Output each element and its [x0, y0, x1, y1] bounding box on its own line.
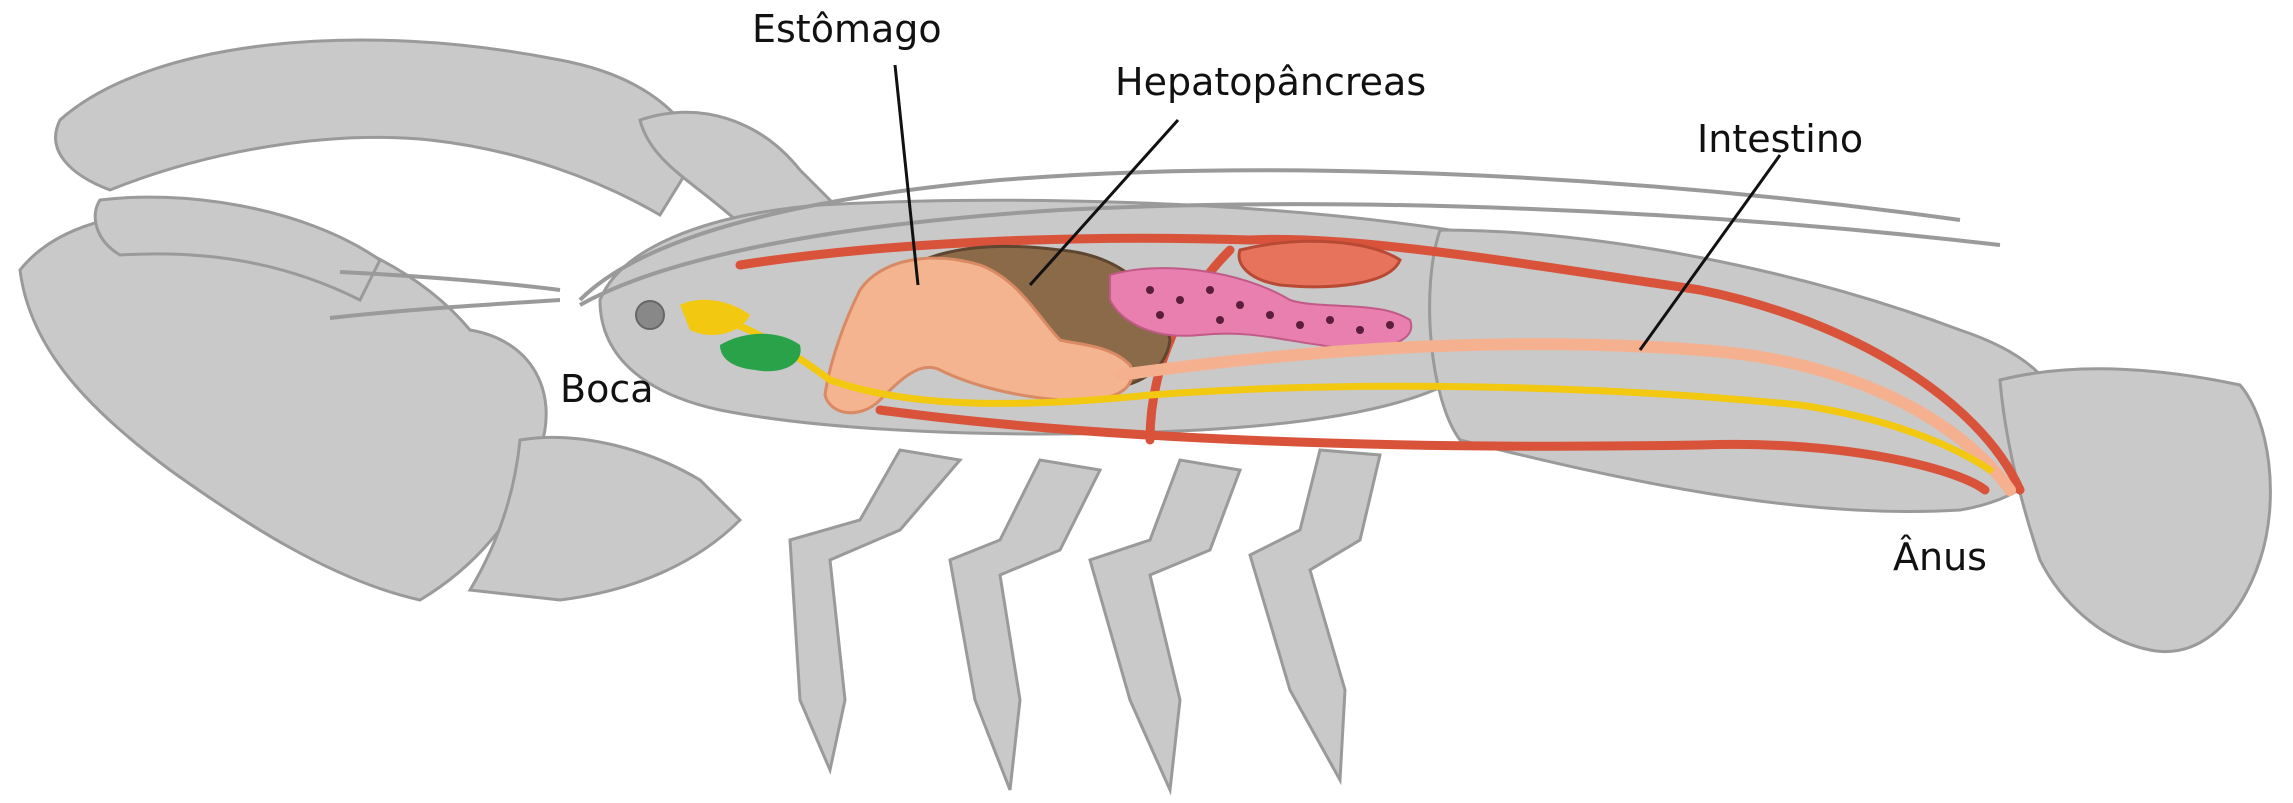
leg-3 [1090, 460, 1240, 790]
leg-4 [1250, 450, 1380, 780]
label-anus: Ânus [1893, 535, 1987, 579]
label-intestino: Intestino [1697, 117, 1863, 161]
abdomen [1430, 230, 2060, 512]
eye [636, 301, 664, 329]
label-estomago: Estômago [752, 7, 942, 51]
leg-1 [790, 450, 960, 770]
label-boca: Boca [560, 367, 654, 411]
tail-fan [2000, 369, 2270, 652]
leg-2 [950, 460, 1100, 790]
label-hepatopancreas: Hepatopâncreas [1115, 60, 1426, 104]
upper-claw [56, 40, 700, 215]
heart [1239, 241, 1400, 286]
